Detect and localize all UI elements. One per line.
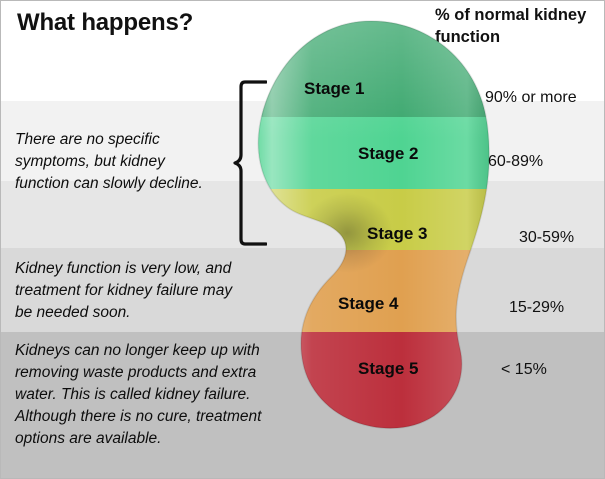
percent-column-header: % of normal kidney function xyxy=(435,6,587,46)
stage-label-4: Stage 4 xyxy=(338,294,399,313)
percent-value-stage-2: 60-89% xyxy=(488,153,544,170)
percent-value-stage-1: 90% or more xyxy=(485,89,577,106)
stage-label-2: Stage 2 xyxy=(358,144,419,163)
stage-label-5: Stage 5 xyxy=(358,359,419,378)
percent-value-stage-3: 30-59% xyxy=(519,229,575,246)
stage-label-3: Stage 3 xyxy=(367,224,428,243)
description-stages-1-3: There are no specific symptoms, but kidn… xyxy=(15,131,203,192)
description-stage-4: Kidney function is very low, and treatme… xyxy=(15,260,233,321)
stage-label-1: Stage 1 xyxy=(304,79,365,98)
bracket-icon xyxy=(233,80,267,246)
percent-value-stage-5: < 15% xyxy=(501,361,547,378)
description-stage-5: Kidneys can no longer keep up with remov… xyxy=(15,342,262,447)
background-band-3 xyxy=(1,248,604,332)
percent-value-stage-4: 15-29% xyxy=(509,299,565,316)
page-title: What happens? xyxy=(17,9,194,36)
kidney-illustration xyxy=(247,19,497,431)
